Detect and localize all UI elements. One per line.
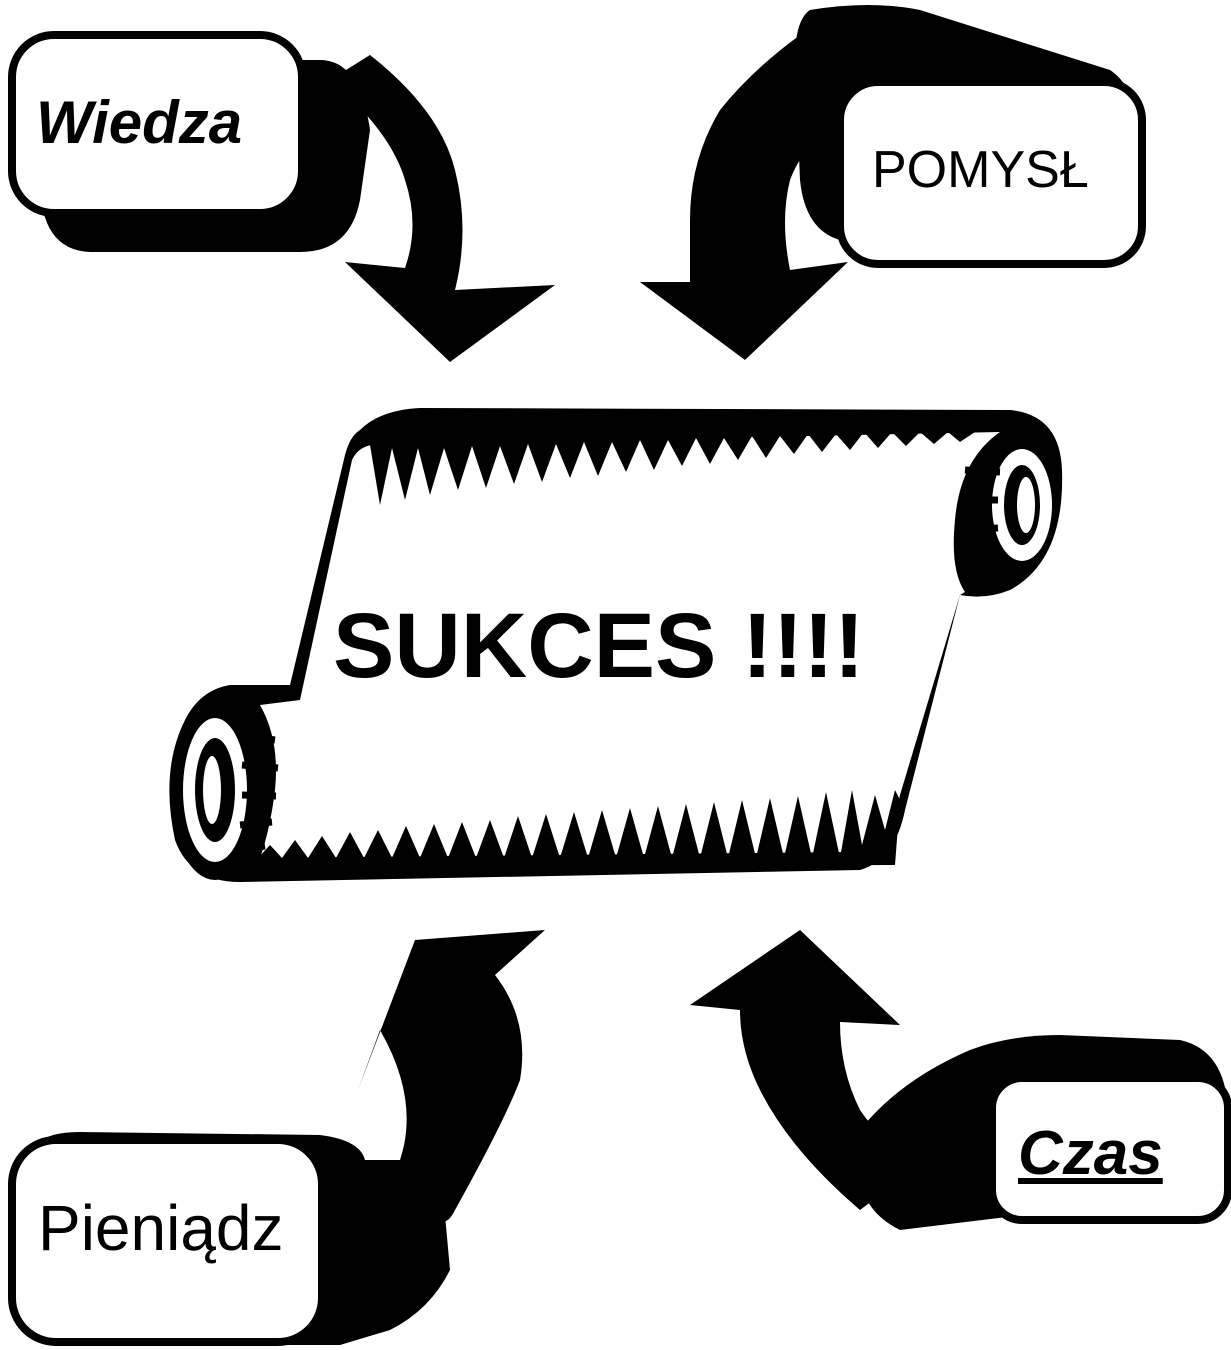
sukces-scroll (169, 408, 1063, 882)
pieniadz-label: Pieniądz (38, 1192, 284, 1264)
wiedza-node (8, 31, 555, 362)
czas-arrow (690, 930, 920, 1210)
wiedza-box (8, 31, 306, 217)
pomysl-node (640, 5, 1146, 360)
scroll-bottom-fringe (258, 790, 900, 868)
sukces-label: SUKCES !!!! (333, 595, 865, 697)
pomysl-arrow (640, 18, 855, 360)
scroll-right-curl (962, 433, 1057, 577)
pomysl-label: POMYSŁ (872, 141, 1089, 199)
scroll-top-fringe (370, 425, 1000, 505)
wiedza-arrow (330, 55, 555, 362)
scroll-paper (260, 432, 1000, 858)
czas-box (988, 1074, 1231, 1224)
czas-label: Czas (1018, 1119, 1163, 1188)
pieniadz-box (8, 1136, 326, 1346)
scroll-left-curl (170, 700, 279, 880)
pieniadz-node (8, 930, 545, 1346)
czas-node (690, 930, 1231, 1230)
wiedza-label: Wiedza (36, 89, 243, 156)
pomysl-box (836, 78, 1146, 268)
pieniadz-arrow (358, 930, 545, 1222)
